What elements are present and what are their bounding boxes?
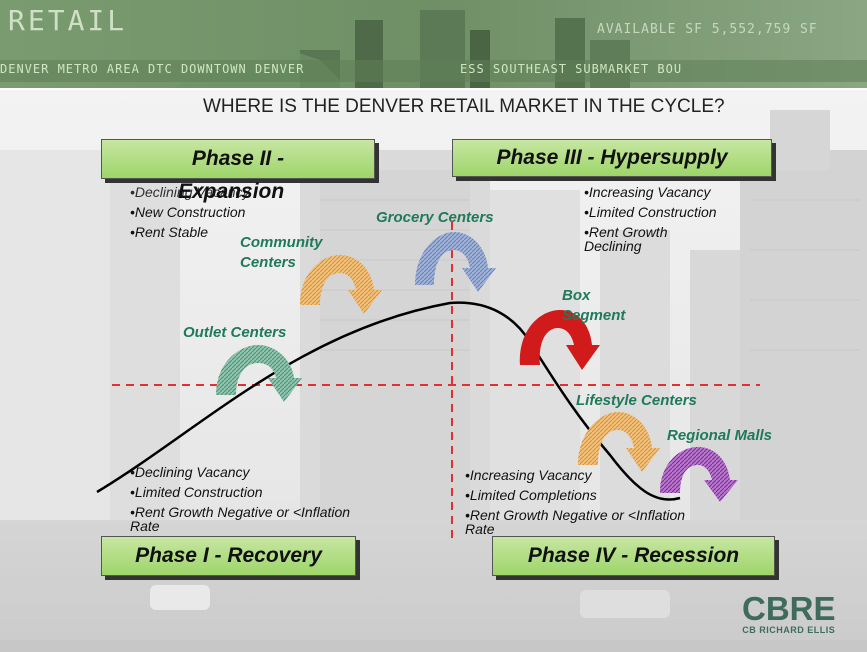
regional-malls-arrow	[660, 447, 738, 502]
phase-1-bullets: •Declining Vacancy •Limited Construction…	[130, 462, 370, 533]
box-segment-arrow	[519, 310, 600, 370]
phase-4-bullet: •Limited Completions	[465, 487, 597, 503]
phase-1-label: Phase I - Recovery	[135, 544, 322, 567]
phase-3-bullets: •Increasing Vacancy •Limited Constructio…	[584, 182, 784, 253]
phase-3-bullet: •Increasing Vacancy	[584, 184, 711, 200]
grocery-centers-arrow	[415, 232, 496, 292]
phase-2-bullet: •New Construction	[130, 204, 246, 220]
phase-2-bullets: •Declining Vacancy •New Construction •Re…	[130, 182, 300, 242]
box-label-line1: Box	[562, 287, 591, 304]
community-label-line1: Community	[240, 234, 323, 251]
phase-3-label: Phase III - Hypersupply	[496, 146, 728, 169]
banner-title: RETAIL	[8, 4, 128, 37]
phase-2-box: Phase II -	[101, 139, 375, 179]
banner-available-text: AVAILABLE SF 5,552,759 SF	[597, 22, 818, 37]
banner-graphic	[0, 0, 867, 90]
phase-4-label: Phase IV - Recession	[527, 544, 740, 567]
phase-2-label: Phase II -	[191, 147, 285, 170]
banner-ticker-left: DENVER METRO AREA DTC DOWNTOWN DENVER	[0, 62, 305, 76]
market-cycle-curve	[96, 301, 681, 501]
phase-4-box: Phase IV - Recession	[492, 536, 775, 576]
logo-mark: CBRE	[742, 590, 836, 627]
community-label-line2: Centers	[240, 254, 296, 271]
box-segment-label: Box Segment	[562, 286, 625, 326]
box-label-line2: Segment	[562, 307, 626, 324]
phase-1-bullet: •Limited Construction	[130, 484, 263, 500]
phase-1-bullet: •Rent Growth Negative or <Inflation Rate	[130, 504, 351, 534]
phase-2-bullet: •Rent Stable	[130, 224, 209, 240]
regional-malls-label: Regional Malls	[667, 427, 773, 444]
community-centers-label: Community Centers	[240, 233, 323, 273]
community-centers-arrow	[300, 255, 382, 314]
page-title: WHERE IS THE DENVER RETAIL MARKET IN THE…	[203, 96, 725, 117]
phase-3-bullet: •Limited Construction	[584, 204, 717, 220]
phase-3-bullet: •Rent Growth Declining	[584, 224, 668, 254]
phase-2-label-overflow: Expansion	[178, 180, 285, 203]
header-banner: RETAIL AVAILABLE SF 5,552,759 SF DENVER …	[0, 0, 867, 90]
phase-4-bullet: •Increasing Vacancy	[465, 467, 592, 483]
outlet-centers-arrow	[216, 345, 302, 402]
phase-1-bullet: •Declining Vacancy	[130, 464, 250, 480]
cbre-logo: CBRE CB RICHARD ELLIS	[742, 590, 836, 635]
phase-4-bullet: •Rent Growth Negative or <Inflation Rate	[465, 507, 686, 537]
banner-ticker-right: ESS SOUTHEAST SUBMARKET BOU	[460, 62, 683, 76]
phase-3-box: Phase III - Hypersupply	[452, 139, 772, 177]
phase-4-bullets: •Increasing Vacancy •Limited Completions…	[465, 465, 705, 536]
phase-1-box: Phase I - Recovery	[101, 536, 356, 576]
lifestyle-centers-label: Lifestyle Centers	[576, 392, 697, 409]
phase-2-bullet: •Declining Vacancy	[130, 184, 250, 200]
grocery-centers-label: Grocery Centers	[376, 209, 494, 226]
logo-subtitle: CB RICHARD ELLIS	[742, 625, 836, 635]
outlet-centers-label: Outlet Centers	[183, 324, 287, 341]
lifestyle-centers-arrow	[578, 412, 660, 472]
